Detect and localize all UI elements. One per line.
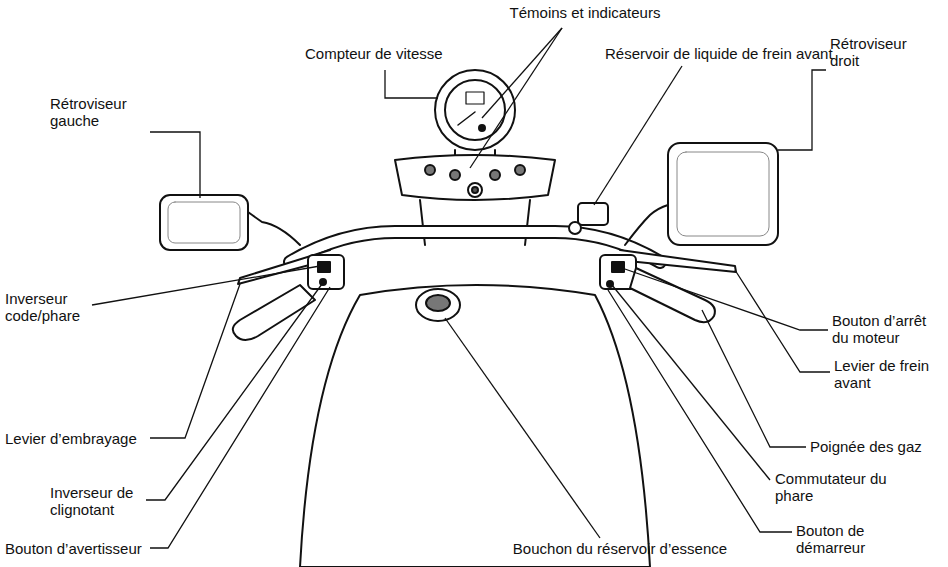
part-label: Bouchon du réservoir d’essence xyxy=(480,540,760,557)
part-label: Bouton d’avertisseur xyxy=(5,540,155,557)
part-label: Témoins et indicateurs xyxy=(485,4,685,21)
part-label: Levier d’embrayage xyxy=(5,430,155,447)
fuel-cap xyxy=(416,289,460,321)
speedometer xyxy=(435,70,515,150)
right-mirror-stem xyxy=(625,205,668,245)
brake-reservoir xyxy=(578,203,608,225)
left-mirror xyxy=(160,195,248,250)
part-label: Inverseur de clignotant xyxy=(50,484,148,518)
part-label: Rétroviseur droit xyxy=(830,35,930,69)
part-label: Bouton de démarreur xyxy=(796,522,906,556)
part-label: Compteur de vitesse xyxy=(305,45,485,62)
part-label: Commutateur du phare xyxy=(775,470,905,504)
top-clamp xyxy=(395,155,555,200)
fuel-tank xyxy=(300,285,650,567)
right-mirror xyxy=(668,143,778,245)
part-label: Bouton d’arrêt du moteur xyxy=(832,312,944,346)
part-label: Poignée des gaz xyxy=(810,438,940,455)
leader-lines xyxy=(92,28,830,548)
part-label: Levier de frein avant xyxy=(834,357,944,391)
left-switch-housing xyxy=(308,255,344,289)
part-label: Rétroviseur gauche xyxy=(50,95,150,129)
throttle-grip xyxy=(630,268,715,322)
part-label: Inverseur code/phare xyxy=(5,290,97,324)
left-mirror-stem xyxy=(248,212,300,245)
speedometer-dial xyxy=(445,80,505,140)
